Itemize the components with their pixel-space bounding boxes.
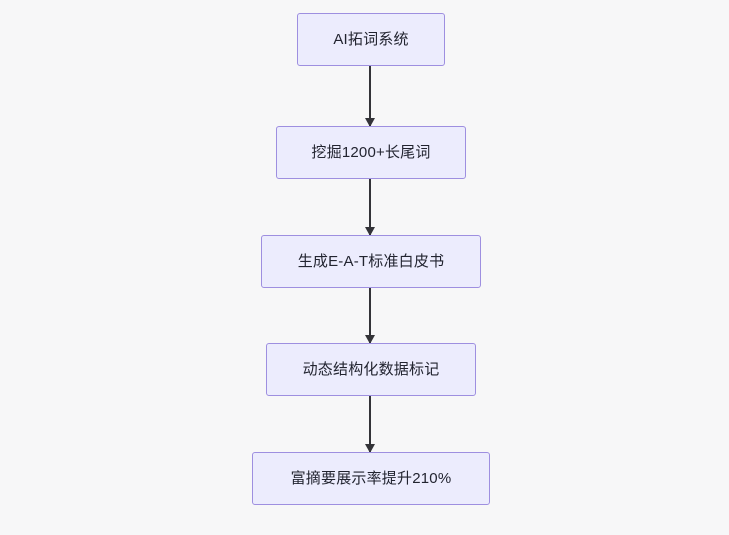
flow-arrow-1: [369, 66, 371, 126]
flow-node-label: 生成E-A-T标准白皮书: [297, 252, 445, 270]
flow-node-ai-keyword-system[interactable]: AI拓词系统: [297, 13, 445, 66]
flow-node-label: 动态结构化数据标记: [302, 360, 440, 378]
flow-node-mine-longtail-keywords[interactable]: 挖掘1200+长尾词: [276, 126, 466, 179]
flow-node-rich-snippet-impression-uplift[interactable]: 富摘要展示率提升210%: [252, 452, 490, 505]
flow-node-label: AI拓词系统: [333, 30, 409, 48]
flow-arrow-2: [369, 179, 371, 235]
flow-node-generate-eat-whitepaper[interactable]: 生成E-A-T标准白皮书: [261, 235, 481, 288]
flow-node-dynamic-structured-data-markup[interactable]: 动态结构化数据标记: [266, 343, 476, 396]
flow-node-label: 挖掘1200+长尾词: [311, 143, 431, 161]
flow-arrow-4: [369, 396, 371, 452]
flow-arrow-3: [369, 288, 371, 343]
flow-node-label: 富摘要展示率提升210%: [290, 469, 452, 487]
